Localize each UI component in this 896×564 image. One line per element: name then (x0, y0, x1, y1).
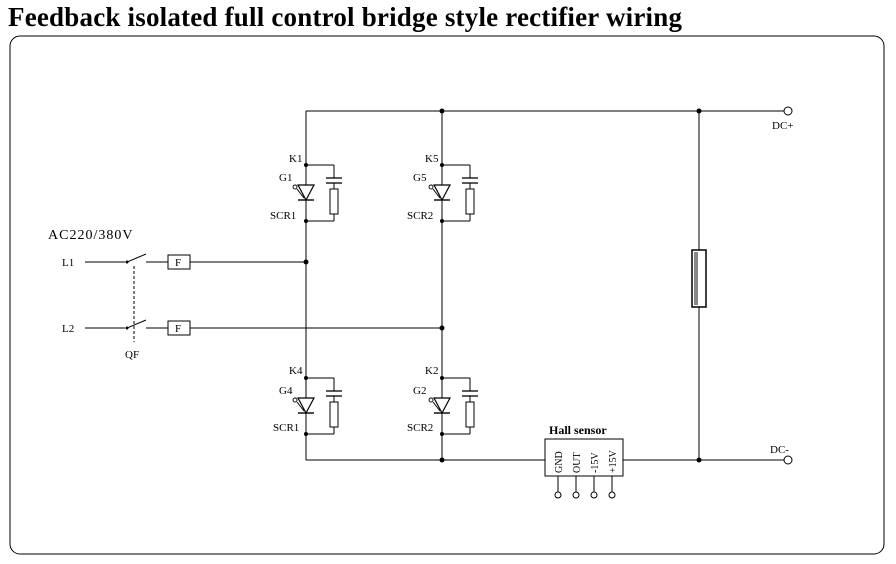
k4-label: K4 (289, 365, 303, 377)
hall-pin-m15-terminal (590, 491, 598, 499)
g1-label: G1 (279, 172, 292, 184)
dc-minus-terminal (783, 455, 793, 465)
qf-label: QF (125, 349, 139, 361)
dc-minus-label: DC- (770, 444, 789, 456)
qf-switch-1 (126, 253, 147, 263)
scr1-top-label: SCR1 (270, 210, 296, 222)
k2-label: K2 (425, 365, 438, 377)
hall-sensor-box (544, 438, 624, 477)
scr2-bottom-label: SCR2 (407, 422, 433, 434)
g2-label: G2 (413, 385, 426, 397)
diagram-frame (9, 35, 885, 555)
hall-pin-p15-label: +15V (608, 449, 619, 473)
l1-label: L1 (62, 257, 74, 269)
hall-pin-gnd-terminal (554, 491, 562, 499)
dc-plus-terminal (783, 106, 793, 116)
l2-label: L2 (62, 323, 74, 335)
g4-label: G4 (279, 385, 293, 397)
dc-plus-label: DC+ (772, 120, 793, 132)
fuse-1-label: F (175, 257, 181, 269)
hall-pin-out-label: OUT (572, 452, 583, 473)
hall-sensor-title: Hall sensor (549, 423, 607, 437)
hall-pin-gnd-label: GND (554, 451, 565, 473)
junction-dots (125, 108, 702, 463)
fuse-2-label: F (175, 323, 181, 335)
ac-source-label: AC220/380V (48, 228, 133, 243)
g5-label: G5 (413, 172, 427, 184)
hall-pin-m15-label: -15V (590, 452, 601, 473)
hall-pin-out-terminal (572, 491, 580, 499)
k5-label: K5 (425, 153, 439, 165)
k1-label: K1 (289, 153, 302, 165)
qf-switch-2 (126, 319, 147, 329)
scr1-bottom-label: SCR1 (273, 422, 299, 434)
load-resistor-shade (694, 252, 698, 305)
hall-pin-p15-terminal (608, 491, 616, 499)
diagram-title: Feedback isolated full control bridge st… (8, 2, 683, 32)
scr2-top-label: SCR2 (407, 210, 433, 222)
